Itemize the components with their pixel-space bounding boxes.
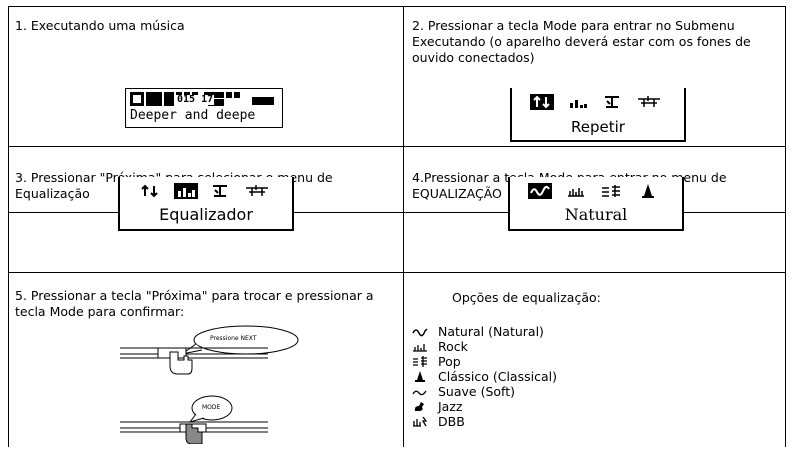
natural-icon — [412, 328, 428, 337]
lcd-song-title: Deeper and deepe — [130, 108, 256, 123]
eq-option-label: DBB — [438, 414, 465, 429]
step-5-text: 5. Pressionar a tecla "Próxima" para tro… — [15, 288, 374, 319]
row-divider — [8, 272, 786, 273]
tempo-icon — [210, 183, 230, 199]
next-bubble-text: Pressione NEXT — [210, 335, 257, 342]
player-lcd-screen: 015 17 Deeper and deepe — [125, 88, 283, 128]
soft-icon — [412, 390, 427, 396]
classical-icon — [640, 183, 656, 199]
menu-screen-equalizer: Equalizador — [118, 177, 294, 231]
eq-option-label: Natural (Natural) — [438, 324, 544, 339]
step-1-text: 1. Executando uma música — [15, 18, 185, 33]
equalizer-icon — [174, 183, 198, 199]
rock-icon — [413, 344, 427, 352]
tempo-icon — [602, 94, 622, 110]
natural-icon — [528, 183, 552, 199]
menu-label-equalizer: Equalizador — [159, 205, 253, 224]
equalizer-icon — [568, 94, 588, 110]
eq-option-label: Suave (Soft) — [438, 384, 515, 399]
menu-label-natural: Natural — [564, 205, 628, 224]
menu-screen-natural: Natural — [508, 177, 684, 231]
menu-screen-repeat: Repetir — [510, 88, 686, 142]
button-press-illustration: Pressione NEXT MODE — [118, 324, 328, 444]
table-border-left — [8, 6, 9, 447]
repeat-icon — [530, 94, 554, 110]
eq-option-label: Clássico (Classical) — [438, 369, 557, 384]
jazz-icon — [414, 402, 424, 411]
column-divider — [403, 6, 404, 447]
step-2-text: 2. Pressionar a tecla Mode para entrar n… — [412, 18, 751, 65]
rock-icon — [566, 183, 586, 199]
repeat-icon — [138, 183, 162, 199]
pop-icon — [413, 356, 427, 367]
classical-icon — [415, 371, 425, 382]
mode-bubble-text: MODE — [202, 404, 221, 411]
row-divider — [8, 212, 786, 213]
instruction-table: 1. Executando uma música 015 17 Deeper a… — [8, 6, 786, 447]
settings-icon — [636, 94, 662, 110]
eq-option-label: Pop — [438, 354, 461, 369]
lcd-track-info: 015 17 — [176, 94, 215, 105]
table-border-right — [785, 6, 786, 447]
menu-label-repeat: Repetir — [571, 118, 625, 136]
eq-options-title: Opções de equalização: — [452, 290, 601, 305]
row-divider — [8, 146, 786, 147]
dbb-icon — [413, 416, 428, 427]
eq-option-label: Rock — [438, 339, 468, 354]
settings-icon — [244, 183, 270, 199]
pop-icon — [600, 183, 622, 199]
eq-option-label: Jazz — [438, 399, 463, 414]
table-border-top — [8, 6, 786, 7]
